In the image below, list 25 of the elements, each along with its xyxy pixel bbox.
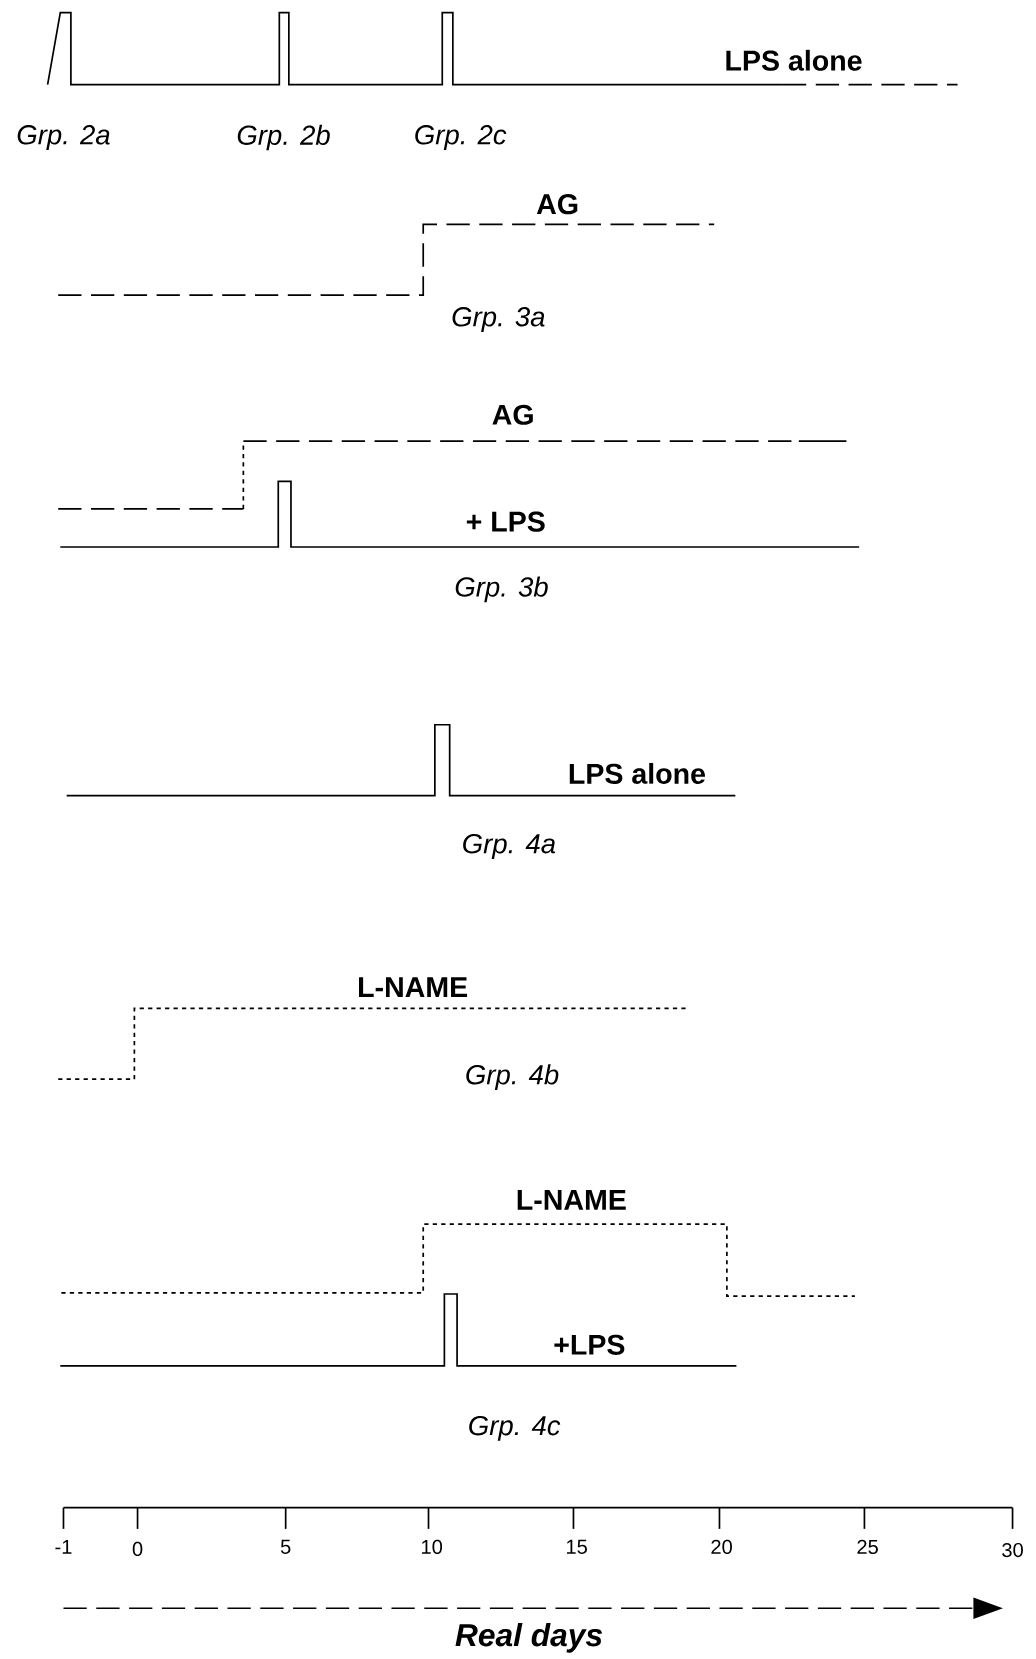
- axis-title: Real days: [455, 1623, 603, 1653]
- tick-label: 15: [567, 1539, 588, 1554]
- treatment-label: AG: [536, 194, 578, 215]
- tick-label: 10: [422, 1539, 443, 1554]
- tick-label: 20: [711, 1539, 733, 1554]
- treatment-label: L-NAME: [517, 1190, 626, 1210]
- treatment-label: L-NAME: [359, 977, 468, 997]
- group-label: Grp. 3a: [452, 307, 545, 332]
- group-label: Grp. 4b: [466, 1064, 559, 1090]
- treatment-label: LPS alone: [726, 49, 862, 71]
- treatment-label: + LPS: [466, 511, 545, 532]
- tick-label: 25: [857, 1539, 879, 1554]
- treatment-label: +LPS: [554, 1334, 625, 1355]
- group-label: Grp. 2b: [237, 124, 330, 151]
- tick-label: 0: [132, 1541, 143, 1557]
- tick-label: -1: [55, 1539, 72, 1554]
- tick-label: 5: [280, 1539, 291, 1554]
- group-label: Grp. 4c: [469, 1415, 561, 1441]
- group-label: Grp. 2c: [415, 125, 507, 150]
- group-label: Grp. 4a: [463, 833, 556, 859]
- tick-label: 30: [1002, 1542, 1024, 1558]
- treatment-label: LPS alone: [569, 762, 706, 784]
- treatment-label: AG: [492, 404, 533, 425]
- group-label: Grp. 2a: [17, 125, 110, 150]
- group-label: Grp. 3b: [455, 576, 548, 603]
